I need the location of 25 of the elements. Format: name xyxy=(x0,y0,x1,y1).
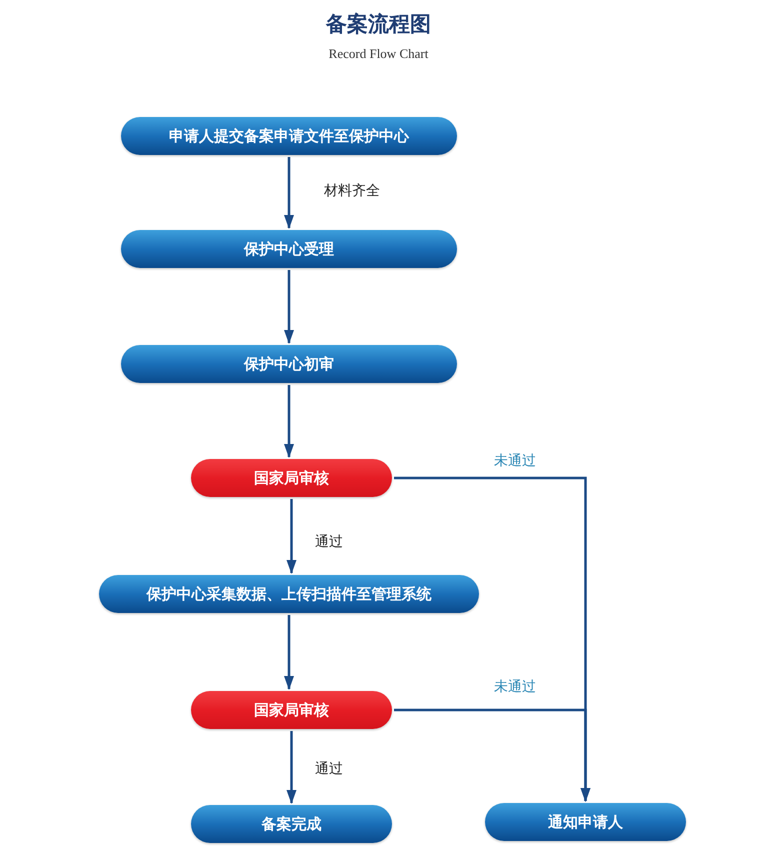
process-pill xyxy=(191,805,392,843)
arrow xyxy=(284,157,294,229)
node-text: 国家局审核 xyxy=(254,468,329,489)
process-pill xyxy=(121,345,457,383)
process-pill xyxy=(99,575,479,613)
node-text: 保护中心采集数据、上传扫描件至管理系统 xyxy=(146,584,432,605)
node-text: 国家局审核 xyxy=(254,700,329,721)
arrow xyxy=(284,385,294,458)
arrow xyxy=(284,270,294,344)
node-text: 保护中心初审 xyxy=(244,354,334,375)
arrow xyxy=(394,708,590,802)
node-text: 通知申请人 xyxy=(548,812,623,833)
chart-title: 备案流程图 xyxy=(324,10,432,38)
arrow xyxy=(286,731,296,804)
arrow xyxy=(284,615,294,690)
process-pill xyxy=(121,117,457,155)
review-pill xyxy=(191,691,392,729)
subtitle: Record Flow Chart xyxy=(328,45,430,63)
arrow xyxy=(286,499,296,574)
review-pill xyxy=(191,459,392,497)
node-text: 申请人提交备案申请文件至保护中心 xyxy=(169,126,409,147)
node-text: 保护中心受理 xyxy=(244,238,334,260)
process-pill xyxy=(485,803,686,841)
process-pill xyxy=(121,230,457,268)
node-text: 备案完成 xyxy=(262,814,322,835)
